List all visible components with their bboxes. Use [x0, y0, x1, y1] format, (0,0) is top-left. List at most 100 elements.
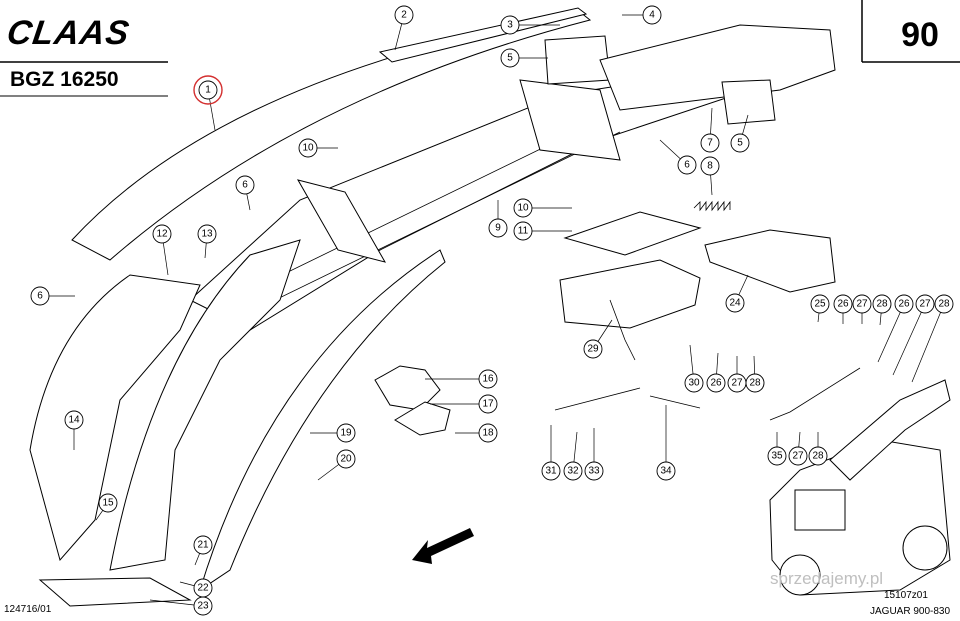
- callout-c6c: 6: [659, 139, 697, 175]
- direction-arrow-icon: [412, 528, 474, 564]
- callout-label: 35: [771, 451, 783, 462]
- callout-label: 6: [684, 160, 690, 171]
- callout-leader: [911, 303, 945, 383]
- callout-c27a: 27: [852, 294, 872, 324]
- callout-c7: 7: [700, 107, 720, 153]
- callout-circle: [788, 446, 808, 466]
- callout-circle: [30, 286, 50, 306]
- callout-label: 9: [495, 223, 501, 234]
- part-flange-front: [296, 179, 387, 263]
- callout-c28a: 28: [872, 294, 892, 326]
- callout-circle: [198, 80, 218, 100]
- callout-circle: [193, 596, 213, 616]
- part-bolt-34: [649, 395, 701, 409]
- part-link-rod-35: [769, 367, 861, 421]
- callout-label: 26: [898, 299, 910, 310]
- part-arm-29: [609, 299, 636, 361]
- callout-label: 30: [688, 378, 700, 389]
- part-bottom-plate-23: [38, 577, 192, 607]
- callout-c3: 3: [500, 15, 560, 35]
- callout-c4: 4: [622, 5, 662, 25]
- callout-circle: [298, 138, 318, 158]
- page-number: 90: [901, 16, 939, 54]
- callout-circle: [541, 461, 561, 481]
- callout-circle: [152, 224, 172, 244]
- harvester-illustration: [769, 379, 951, 596]
- callout-c34: 34: [656, 405, 676, 481]
- callout-circle: [833, 294, 853, 314]
- callout-circle: [98, 493, 118, 513]
- drawing-number: 124716/01: [4, 604, 52, 615]
- callout-label: 10: [302, 143, 314, 154]
- callout-c28c: 28: [745, 355, 765, 393]
- callout-circle: [730, 133, 750, 153]
- callout-label: 4: [649, 10, 655, 21]
- callout-label: 5: [737, 138, 743, 149]
- callout-c13: 13: [197, 224, 217, 259]
- callout-label: 26: [837, 299, 849, 310]
- footer: 124716/01 15107z01 JAGUAR 900-830 sprzed…: [4, 569, 950, 617]
- callout-circle: [336, 423, 356, 443]
- part-flange-mid: [519, 79, 621, 161]
- callout-circle: [513, 221, 533, 241]
- callout-c30: 30: [684, 344, 704, 393]
- callout-label: 20: [340, 454, 352, 465]
- callout-c11: 11: [513, 221, 572, 241]
- callout-circle: [706, 373, 726, 393]
- callout-c35: 35: [767, 432, 787, 466]
- callout-circle: [677, 155, 697, 175]
- callout-c26a: 26: [833, 294, 853, 324]
- callout-c12: 12: [152, 224, 172, 276]
- callout-circle: [894, 294, 914, 314]
- callout-circle: [934, 294, 954, 314]
- callout-label: 19: [340, 428, 352, 439]
- callout-circle: [478, 423, 498, 443]
- callout-circle: [808, 446, 828, 466]
- callout-label: 13: [201, 229, 213, 240]
- callout-label: 24: [729, 298, 741, 309]
- part-window-16: [374, 365, 441, 411]
- callout-label: 8: [707, 161, 713, 172]
- callout-label: 26: [710, 378, 722, 389]
- callout-circle: [488, 218, 508, 238]
- callout-label: 29: [587, 344, 599, 355]
- callout-label: 18: [482, 428, 494, 439]
- callout-label: 25: [814, 299, 826, 310]
- callout-label: 32: [567, 466, 579, 477]
- callout-circle: [915, 294, 935, 314]
- callout-circle: [500, 48, 520, 68]
- callout-label: 31: [545, 466, 557, 477]
- callout-label: 34: [660, 466, 672, 477]
- callout-circle: [872, 294, 892, 314]
- part-rear-bracket: [721, 79, 776, 125]
- callout-label: 23: [197, 601, 209, 612]
- callout-label: 14: [68, 415, 80, 426]
- part-drawings: [29, 7, 951, 607]
- part-window-17: [394, 401, 451, 436]
- callout-c21: 21: [193, 535, 213, 566]
- callout-label: 5: [507, 53, 513, 64]
- callout-c25: 25: [810, 294, 830, 323]
- part-rear-tube: [599, 24, 836, 111]
- callout-label: 27: [792, 451, 804, 462]
- part-hood-29: [559, 259, 701, 329]
- callout-c31: 31: [541, 425, 561, 481]
- callout-circle: [500, 15, 520, 35]
- callout-c27c: 27: [727, 356, 747, 393]
- callout-circle: [513, 198, 533, 218]
- callout-label: 6: [242, 180, 248, 191]
- callout-label: 1: [205, 85, 211, 96]
- callout-c19: 19: [310, 423, 356, 443]
- highlight-ring: [193, 75, 223, 105]
- callout-c26b: 26: [877, 294, 914, 363]
- callout-c28b: 28: [911, 294, 954, 383]
- callout-label: 10: [517, 203, 529, 214]
- machine-label: JAGUAR 900-830: [870, 606, 950, 617]
- callout-label: 11: [518, 226, 529, 237]
- callout-label: 28: [749, 378, 761, 389]
- callout-c26c: 26: [706, 352, 726, 393]
- callout-c23: 23: [149, 596, 213, 616]
- callout-c22: 22: [179, 578, 213, 598]
- part-hood-24: [704, 229, 836, 293]
